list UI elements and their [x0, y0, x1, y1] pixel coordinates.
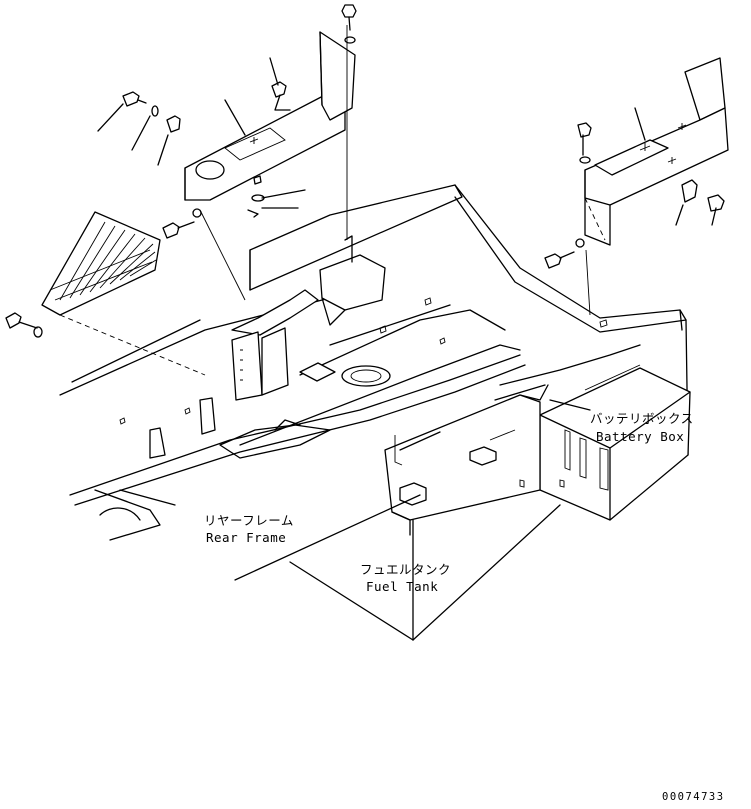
rear-frame-label-jp: リヤーフレーム	[204, 513, 294, 528]
battery-box	[519, 364, 691, 521]
fuel-tank-label-en: Fuel Tank	[366, 579, 438, 594]
fuel-tank-label-jp: フュエルタンク	[360, 562, 451, 577]
right-cover-assembly	[544, 57, 729, 316]
battery-box-label-en: Battery Box	[596, 429, 684, 444]
rear-frame-label-en: Rear Frame	[206, 530, 286, 545]
step-assembly	[5, 211, 206, 376]
battery-box-label-jp: バッテリボックス	[590, 411, 694, 426]
drawing-code: 00074733	[662, 791, 725, 803]
fuel-tank	[384, 394, 541, 536]
leader-lines	[234, 399, 591, 641]
center-bracket	[231, 235, 386, 401]
left-cover-assembly	[97, 4, 357, 301]
rear-frame	[59, 184, 689, 541]
